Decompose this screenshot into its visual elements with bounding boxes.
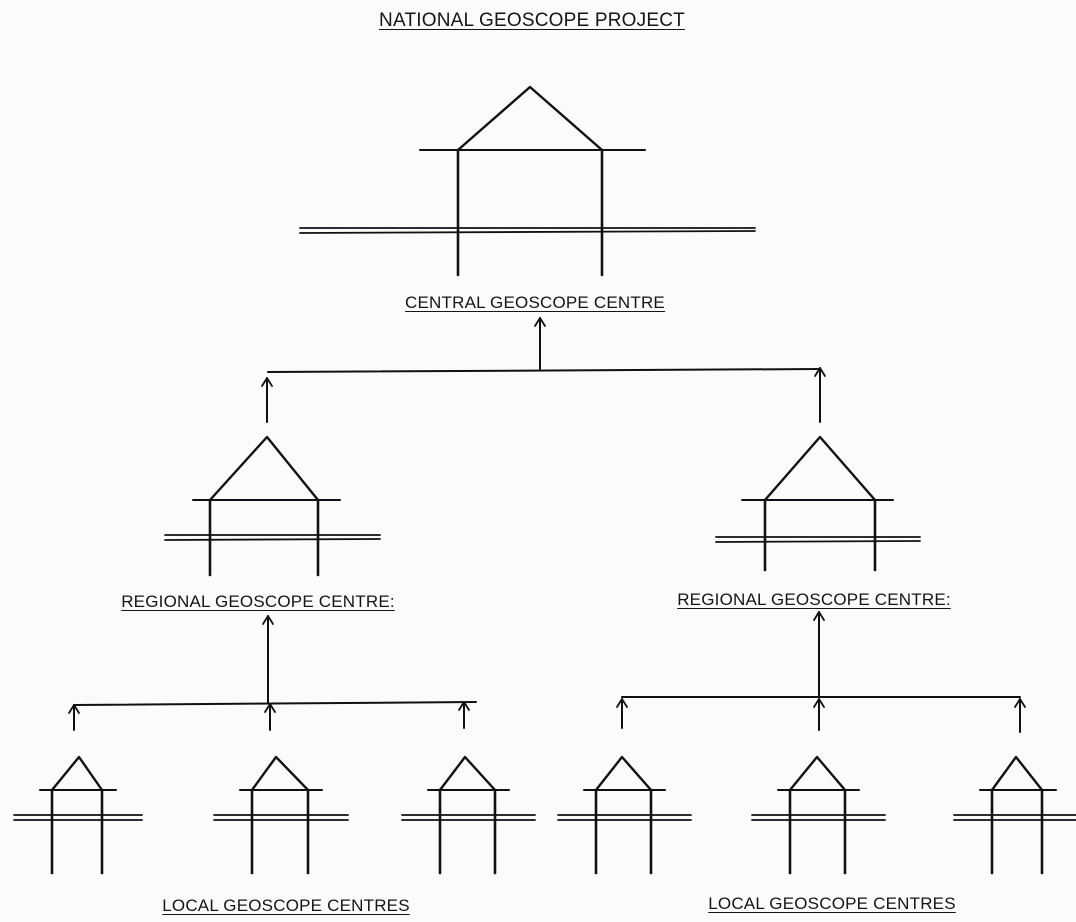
roof-icon	[763, 435, 877, 502]
roof-icon	[990, 755, 1044, 792]
arrow-up-icon	[262, 615, 274, 704]
central-connector	[267, 368, 821, 373]
arrow-up-icon	[813, 611, 825, 698]
roof-icon	[50, 755, 104, 792]
local-building-icon-1	[13, 755, 143, 875]
left-regional-connector	[73, 701, 477, 706]
local-centres-label-right: LOCAL GEOSCOPE CENTRES	[708, 894, 956, 913]
local-building-icon-4	[557, 755, 692, 875]
arrow-up-icon	[534, 317, 546, 370]
regional-building-icon-right	[715, 435, 921, 572]
local-building-icon-6	[953, 755, 1076, 875]
local-building-icon-2	[213, 755, 349, 875]
regional-building-icon-left	[164, 435, 381, 577]
roof-icon	[456, 85, 604, 152]
roof-icon	[438, 755, 497, 792]
regional-centre-label-right: REGIONAL GEOSCOPE CENTRE:	[677, 590, 951, 609]
arrow-up-icon	[1014, 698, 1026, 733]
diagram-title: NATIONAL GEOSCOPE PROJECT	[379, 10, 685, 31]
arrow-up-icon	[813, 698, 825, 731]
roof-icon	[594, 755, 653, 792]
central-centre-label: CENTRAL GEOSCOPE CENTRE	[405, 293, 665, 312]
roof-icon	[788, 755, 847, 792]
arrow-up-icon	[814, 367, 826, 423]
arrow-up-icon	[458, 701, 470, 729]
roof-icon	[250, 755, 310, 792]
local-building-icon-3	[401, 755, 536, 875]
roof-icon	[208, 435, 320, 502]
central-building-icon	[299, 85, 756, 277]
local-centres-label-left: LOCAL GEOSCOPE CENTRES	[162, 896, 410, 915]
arrow-up-icon	[68, 704, 80, 731]
regional-centre-label-left: REGIONAL GEOSCOPE CENTRE:	[121, 592, 395, 611]
local-building-icon-5	[751, 755, 886, 875]
arrow-up-icon	[261, 377, 273, 423]
arrow-up-icon	[264, 703, 276, 731]
arrow-up-icon	[616, 698, 628, 729]
